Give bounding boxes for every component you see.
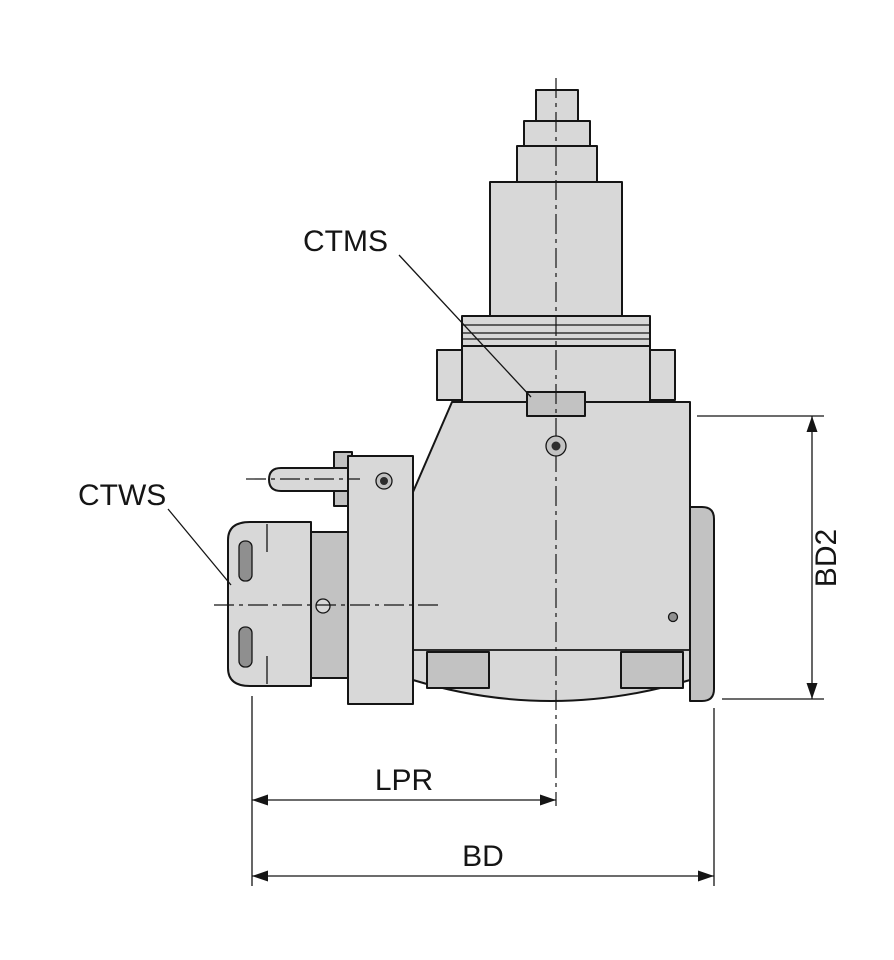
- dim-bd-arrow-right: [698, 870, 714, 882]
- shank-tip: [535, 89, 579, 122]
- ctms-leader-line: [398, 254, 532, 398]
- dim-lpr-label: LPR: [375, 764, 433, 797]
- ring-ball: [315, 598, 331, 614]
- ctws-leader-line: [167, 508, 232, 586]
- dim-bd-label: BD: [462, 840, 504, 873]
- set-screw-plate-center: [380, 477, 388, 485]
- pin-handle: [268, 467, 353, 492]
- mount-plate: [347, 455, 414, 705]
- collet-slot-bottom: [238, 626, 253, 668]
- right-end-cap: [689, 506, 715, 702]
- dim-bd2-label: BD2: [810, 529, 843, 587]
- spindle-base-ear-right: [649, 349, 676, 401]
- dim-bd-arrow-left: [252, 870, 268, 882]
- shank-step-lower: [516, 145, 598, 183]
- body-dowel-dot: [667, 611, 679, 623]
- dim-bd2-arrow-bottom: [806, 683, 818, 699]
- set-screw-top-center: [551, 441, 561, 451]
- mount-lug-right: [620, 651, 684, 689]
- spindle-base-ear-left: [436, 349, 463, 401]
- dim-lpr-arrow-right: [540, 794, 556, 806]
- dim-lpr-arrow-left: [252, 794, 268, 806]
- dim-bd2-arrow-top: [806, 416, 818, 432]
- ctws-label: CTWS: [78, 479, 166, 512]
- mount-lug-left: [426, 651, 490, 689]
- shank-step-upper: [523, 120, 591, 147]
- ctms-label: CTMS: [303, 225, 388, 258]
- collet-slot-top: [238, 540, 253, 582]
